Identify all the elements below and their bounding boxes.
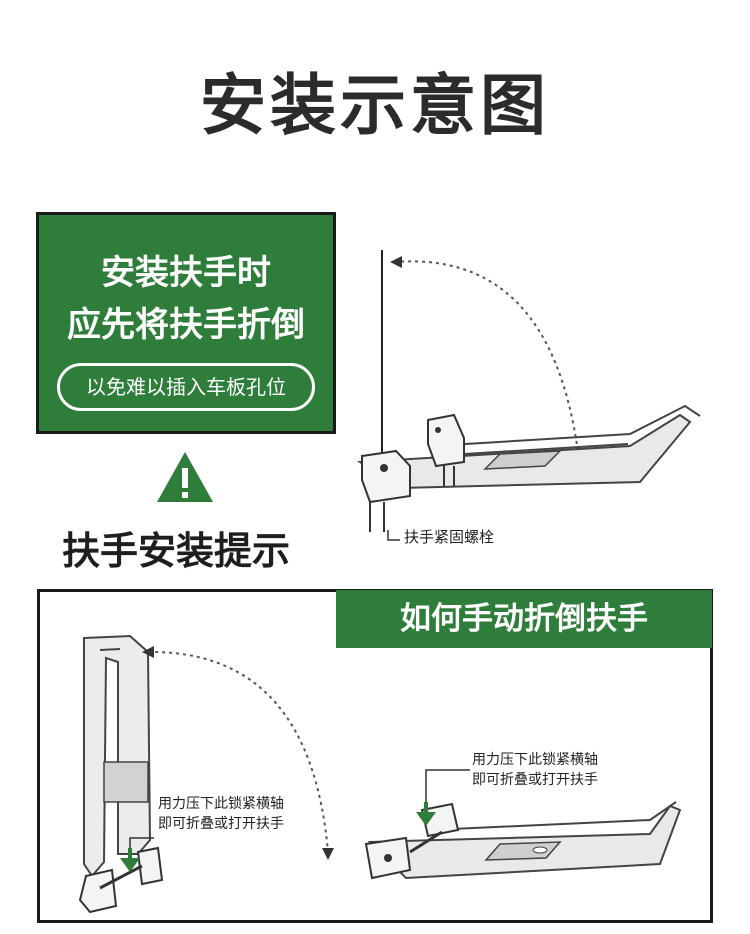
page-title: 安装示意图 — [200, 67, 550, 144]
notice-pill: 以免难以插入车板孔位 — [57, 363, 315, 411]
lock-note-left-line-2: 即可折叠或打开扶手 — [158, 816, 284, 832]
down-arrow-icon — [416, 802, 436, 826]
lock-note-left: 用力压下此锁紧横轴 即可折叠或打开扶手 — [158, 794, 284, 834]
lock-note-right: 用力压下此锁紧横轴 即可折叠或打开扶手 — [472, 750, 598, 790]
mount-bracket — [361, 413, 465, 504]
install-notice-box: 安装扶手时 应先将扶手折倒 以免难以插入车板孔位 — [36, 212, 336, 434]
upright-handrail-diagram — [78, 634, 334, 914]
down-arrow-icon — [120, 848, 140, 872]
mount-bracket — [78, 846, 164, 914]
lock-note-right-line-1: 用力压下此锁紧横轴 — [472, 752, 598, 768]
folded-handrail-diagram — [356, 250, 701, 541]
folded-handrail-diagram-2 — [364, 769, 682, 880]
handrail-frame — [367, 801, 682, 880]
install-hint-title: 扶手安装提示 — [62, 529, 291, 573]
notice-line-1: 安装扶手时 — [101, 253, 271, 293]
rotate-arrow-icon — [147, 650, 329, 853]
warning-icon — [157, 452, 213, 502]
bolt-label: 扶手紧固螺栓 — [404, 528, 495, 546]
lock-note-left-line-1: 用力压下此锁紧横轴 — [158, 796, 284, 812]
notice-line-2: 应先将扶手折倒 — [67, 305, 305, 345]
manual-fold-header: 如何手动折倒扶手 — [336, 590, 712, 648]
rotate-arrow-icon — [393, 260, 579, 453]
fastening-bolts — [369, 466, 455, 532]
lock-note-right-line-2: 即可折叠或打开扶手 — [472, 772, 598, 788]
upright-handrail-frame — [83, 634, 152, 878]
